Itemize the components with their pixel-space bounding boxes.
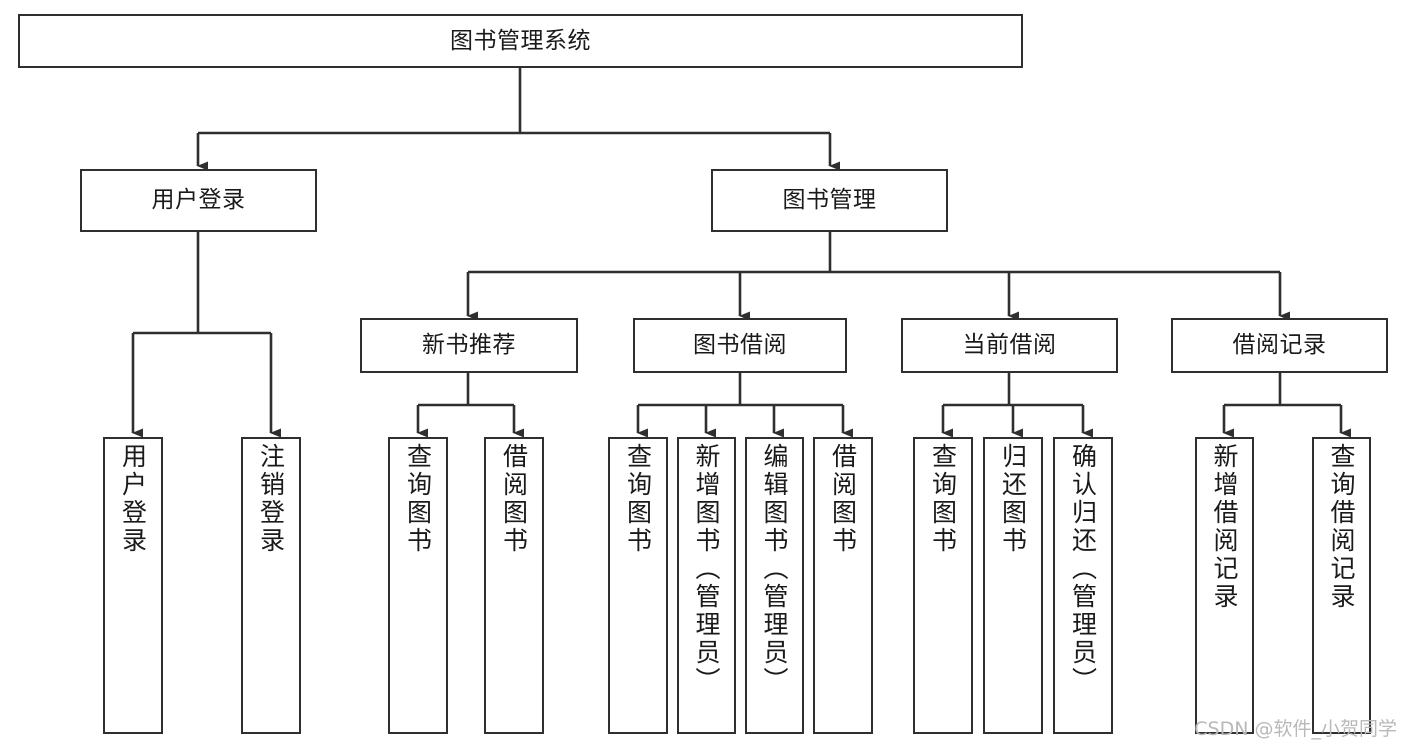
node-leaf-confirm-return[interactable]: 确认归还（管理员）	[1053, 437, 1113, 734]
node-user-login[interactable]: 用户登录	[80, 169, 317, 232]
node-new-book-rec[interactable]: 新书推荐	[360, 318, 578, 373]
node-leaf-confirm-return-label: 确认归还（管理员）	[1068, 443, 1098, 695]
node-leaf-add-book[interactable]: 新增图书（管理员）	[677, 437, 736, 734]
node-leaf-query-book-3[interactable]: 查询图书	[913, 437, 973, 734]
node-leaf-query-book-1[interactable]: 查询图书	[388, 437, 448, 734]
node-new-book-rec-label: 新书推荐	[422, 332, 516, 359]
node-leaf-edit-book-label: 编辑图书（管理员）	[760, 443, 789, 695]
node-user-login-label: 用户登录	[151, 187, 246, 214]
node-leaf-edit-book[interactable]: 编辑图书（管理员）	[745, 437, 804, 734]
node-leaf-logout[interactable]: 注销登录	[241, 437, 301, 734]
node-leaf-query-record[interactable]: 查询借阅记录	[1312, 437, 1371, 734]
node-book-borrow-label: 图书借阅	[693, 332, 787, 359]
node-root[interactable]: 图书管理系统	[18, 14, 1023, 68]
node-leaf-add-record-label: 新增借阅记录	[1210, 443, 1239, 611]
node-leaf-borrow-book-1-label: 借阅图书	[499, 443, 529, 555]
node-leaf-return-book-label: 归还图书	[998, 443, 1028, 555]
node-root-label: 图书管理系统	[450, 27, 591, 54]
node-leaf-logout-label: 注销登录	[256, 443, 286, 555]
node-leaf-query-book-2[interactable]: 查询图书	[608, 437, 668, 734]
node-book-borrow[interactable]: 图书借阅	[633, 318, 847, 373]
node-borrow-record[interactable]: 借阅记录	[1171, 318, 1388, 373]
node-borrow-record-label: 借阅记录	[1232, 332, 1327, 359]
node-leaf-add-record[interactable]: 新增借阅记录	[1195, 437, 1254, 734]
node-leaf-query-book-1-label: 查询图书	[403, 443, 433, 555]
node-current-borrow-label: 当前借阅	[962, 332, 1057, 359]
node-leaf-query-book-2-label: 查询图书	[623, 443, 653, 555]
node-leaf-borrow-book-1[interactable]: 借阅图书	[484, 437, 544, 734]
watermark-text: CSDN @软件_小贺同学	[1194, 718, 1397, 740]
node-leaf-query-book-3-label: 查询图书	[928, 443, 958, 555]
node-leaf-return-book[interactable]: 归还图书	[983, 437, 1043, 734]
node-book-manage-label: 图书管理	[782, 187, 877, 214]
node-leaf-user-login-label: 用户登录	[118, 443, 148, 555]
node-leaf-user-login[interactable]: 用户登录	[103, 437, 163, 734]
node-leaf-add-book-label: 新增图书（管理员）	[692, 443, 721, 695]
node-leaf-query-record-label: 查询借阅记录	[1327, 443, 1356, 611]
node-leaf-borrow-book-2-label: 借阅图书	[828, 443, 858, 555]
node-book-manage[interactable]: 图书管理	[711, 169, 948, 232]
node-current-borrow[interactable]: 当前借阅	[901, 318, 1118, 373]
node-leaf-borrow-book-2[interactable]: 借阅图书	[813, 437, 873, 734]
